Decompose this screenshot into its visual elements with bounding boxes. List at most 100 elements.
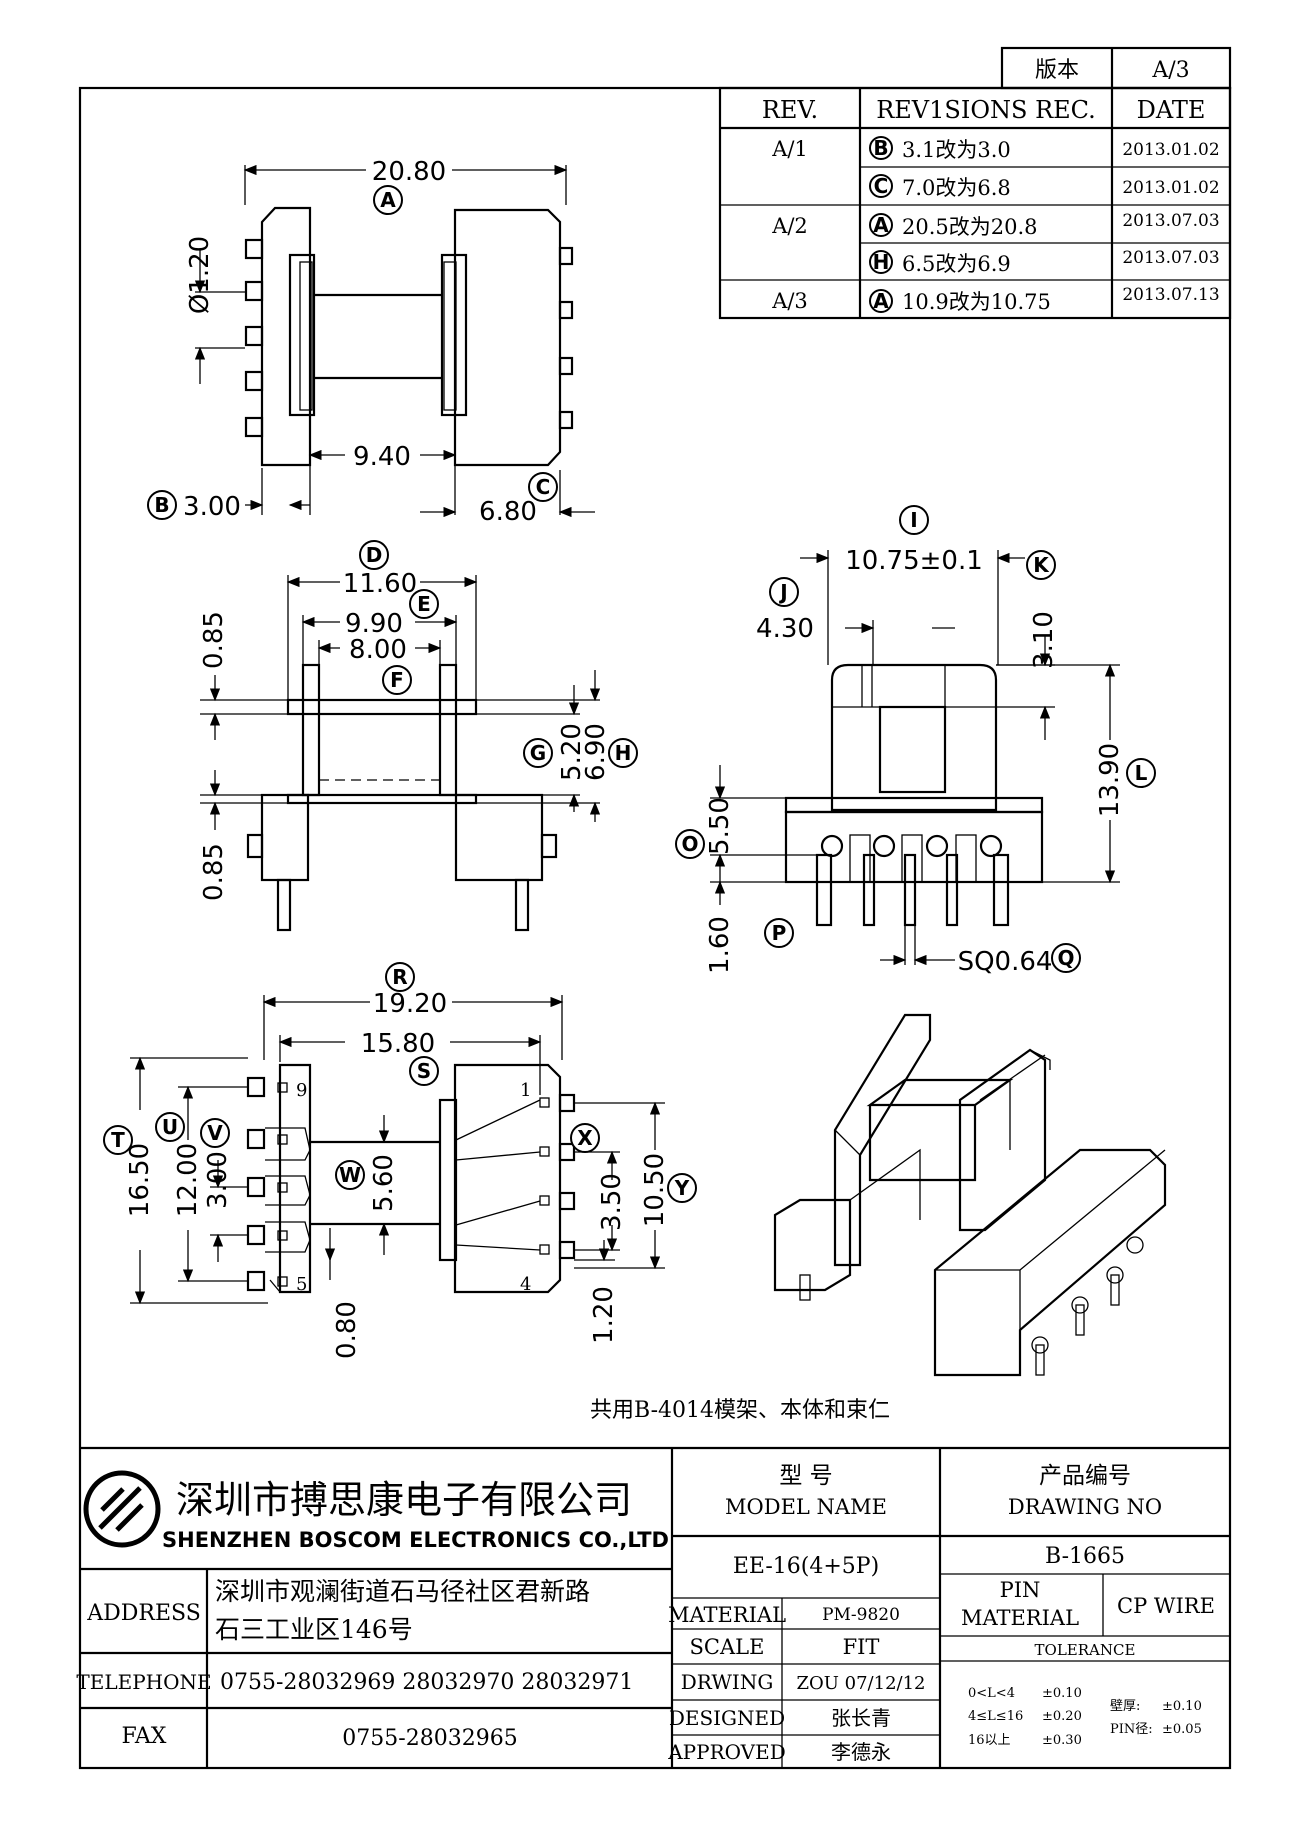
dim-h: 6.90	[581, 723, 611, 781]
front-view: 11.60 D 9.90 E 8.00 F 0.85 0.85 5.20 6.	[199, 540, 638, 932]
tolerance-value: ±0.10	[1042, 1686, 1082, 1701]
scale-label: SCALE	[690, 1635, 765, 1659]
drawing-by-value: ZOU 07/12/12	[797, 1673, 926, 1694]
dim-e: 9.90	[345, 609, 403, 639]
callout-v: V	[207, 1121, 223, 1145]
rev-text: 6.5改为6.9	[902, 252, 1011, 276]
callout-u: U	[162, 1115, 178, 1139]
dim-f: 8.00	[349, 635, 407, 665]
wall-tolerance-value: ±0.10	[1162, 1699, 1202, 1714]
revisions-header: REV1SIONS REC.	[876, 96, 1096, 124]
material-label: MATERIAL	[668, 1603, 786, 1627]
callout-o: O	[681, 832, 698, 856]
callout-l: L	[1135, 761, 1148, 785]
rev-date: 2013.07.03	[1122, 248, 1219, 268]
dim-v: 3.00	[203, 1151, 233, 1209]
dim-x: 3.50	[597, 1173, 627, 1231]
callout-x: X	[577, 1126, 593, 1150]
version-box: 版本 A/3	[1000, 46, 1232, 90]
tolerance-value: ±0.20	[1042, 1709, 1082, 1724]
revision-row: A/2 A 20.5改为20.8 2013.07.03	[771, 211, 1219, 239]
dim-i: 10.75±0.1	[845, 546, 983, 576]
approved-value: 李德永	[831, 1740, 891, 1764]
rev-date: 2013.07.03	[1122, 211, 1219, 231]
model-label-cn: 型 号	[779, 1463, 832, 1489]
rev-date: 2013.01.02	[1122, 178, 1219, 198]
rev-text: 10.9改为10.75	[902, 290, 1051, 314]
callout-g: G	[530, 741, 546, 765]
callout-a: A	[380, 188, 396, 212]
callout-f: F	[390, 668, 404, 692]
dim-j: 4.30	[756, 614, 814, 644]
title-block: 深圳市搏思康电子有限公司 SHENZHEN BOSCOM ELECTRONICS…	[76, 1446, 1230, 1768]
rev-mark: H	[873, 250, 890, 274]
pin-number: 9	[296, 1080, 307, 1101]
dim-r: 19.20	[373, 989, 447, 1019]
pin-number: 4	[520, 1274, 531, 1295]
bottom-view: 9 5 1 4 19.20 R 15.80 S 16.50 T 12.00 U …	[103, 962, 697, 1359]
dim-g: 5.20	[557, 723, 587, 781]
drawing-label-cn: 产品编号	[1039, 1463, 1131, 1489]
drawing-label-en: DRAWING NO	[1008, 1495, 1162, 1519]
callout-b: B	[154, 493, 169, 517]
dim-o: 5.50	[705, 797, 735, 855]
dim-t2: 0.85	[199, 843, 229, 901]
callout-q: Q	[1057, 946, 1074, 970]
revision-row: A/3 A 10.9改为10.75 2013.07.13	[771, 285, 1219, 314]
dim-y: 10.50	[640, 1153, 670, 1227]
pin-material-label2: MATERIAL	[961, 1606, 1079, 1630]
rev-text: 7.0改为6.8	[902, 176, 1011, 200]
dim-right-flange: 6.80	[479, 497, 537, 527]
material-value: PM-9820	[822, 1605, 900, 1625]
dim-pin-dia: Ø1.20	[185, 236, 215, 314]
revision-row: C 7.0改为6.8 2013.01.02	[869, 174, 1220, 200]
shared-parts-note: 共用B-4014模架、本体和束仁	[590, 1398, 890, 1423]
date-header: DATE	[1137, 96, 1206, 124]
isometric-view	[773, 1013, 1167, 1377]
fax-label: FAX	[122, 1724, 167, 1749]
dim-d: 11.60	[343, 569, 417, 599]
revision-row: A/1 B 3.1改为3.0 2013.01.02	[771, 136, 1220, 162]
designed-value: 张长青	[831, 1706, 891, 1730]
company-name-cn: 深圳市搏思康电子有限公司	[176, 1478, 632, 1522]
dim-w: 5.60	[369, 1154, 399, 1212]
dim-t: 16.50	[125, 1143, 155, 1217]
tolerance-range: 16以上	[968, 1733, 1011, 1748]
dim-z1: 0.80	[332, 1301, 362, 1359]
dim-k: 3.10	[1029, 611, 1059, 669]
dim-q: SQ0.64	[958, 947, 1053, 977]
tolerance-range: 0<L<4	[968, 1686, 1015, 1701]
rev-mark: A	[873, 289, 889, 313]
address-label: ADDRESS	[86, 1601, 201, 1626]
callout-p: P	[772, 921, 787, 945]
rev-cell: A/3	[771, 289, 808, 313]
tolerance-range: 4≤L≤16	[968, 1709, 1023, 1724]
revisions-table: REV. REV1SIONS REC. DATE A/1 B 3.1改为3.0 …	[718, 86, 1232, 320]
rev-text: 20.5改为20.8	[902, 215, 1038, 239]
callout-k: K	[1033, 553, 1050, 577]
company-logo	[83, 1470, 161, 1548]
drawing-by-label: DRWING	[681, 1670, 774, 1694]
version-value: A/3	[1151, 58, 1189, 83]
rev-date: 2013.07.13	[1122, 285, 1219, 305]
pin-tolerance-value: ±0.05	[1162, 1722, 1202, 1737]
dim-gap: 9.40	[353, 442, 411, 472]
rev-header: REV.	[762, 96, 818, 124]
rev-mark: C	[874, 174, 889, 198]
rev-date: 2013.01.02	[1122, 140, 1219, 160]
callout-r: R	[392, 965, 407, 989]
dim-left-flange: 3.00	[183, 492, 241, 522]
model-value: EE-16(4+5P)	[733, 1554, 879, 1579]
dim-l: 13.90	[1095, 743, 1125, 817]
rev-text: 3.1改为3.0	[902, 138, 1011, 162]
tolerance-value: ±0.30	[1042, 1733, 1082, 1748]
callout-d: D	[366, 543, 383, 567]
address-line1: 深圳市观澜街道石马径社区君新路	[215, 1577, 590, 1606]
scale-value: FIT	[843, 1635, 880, 1659]
sheet-border	[78, 86, 1232, 1770]
side-view: I 10.75±0.1 K J 4.30 3.10 13.90 L 5.50 O…	[675, 505, 1156, 977]
callout-c: C	[536, 475, 551, 499]
dim-s: 15.80	[361, 1029, 435, 1059]
dim-t1: 0.85	[199, 611, 229, 669]
dim-z2: 1.20	[589, 1286, 619, 1344]
